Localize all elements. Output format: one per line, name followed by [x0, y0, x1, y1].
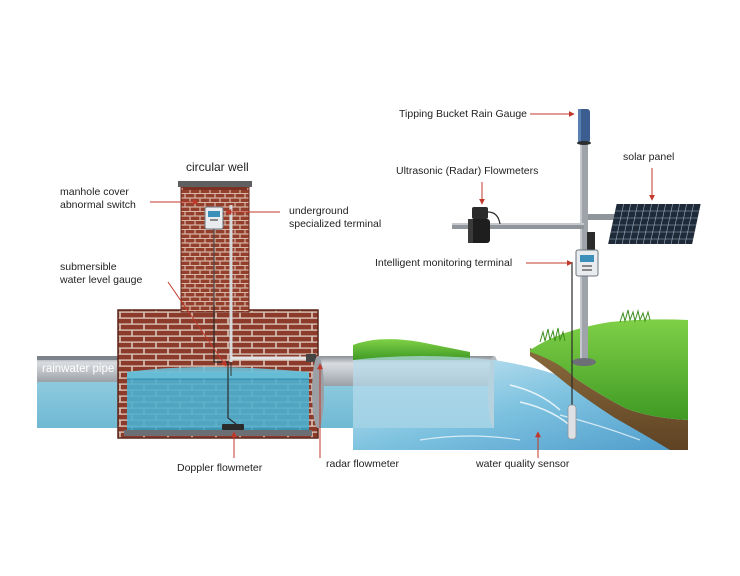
doppler-flowmeter-device — [222, 424, 244, 430]
tipping-bucket-rain-gauge — [577, 109, 591, 145]
label-radar-flowmeter: radar flowmeter — [326, 458, 399, 470]
rainwater-pipe-left — [37, 356, 127, 428]
terminal-cable — [213, 305, 237, 425]
label-intelligent-monitoring-terminal: Intelligent monitoring terminal — [375, 257, 513, 269]
water-quality-sensor-device — [567, 404, 577, 440]
label-doppler-flowmeter: Doppler flowmeter — [177, 462, 263, 474]
radar-flowmeter-device — [306, 354, 316, 362]
manhole-cover — [178, 181, 252, 187]
leader-lines — [150, 111, 655, 458]
label-rainwater-pipe: rainwater pipe — [42, 363, 115, 375]
label-water-quality-sensor: water quality sensor — [476, 458, 570, 470]
label-tipping-bucket-rain-gauge: Tipping Bucket Rain Gauge — [399, 108, 528, 120]
underground-terminal — [204, 206, 224, 305]
solar-panel — [608, 204, 701, 244]
circular-well — [178, 181, 252, 313]
label-abnormal-switch: abnormal switch — [60, 199, 136, 211]
underground-chamber — [117, 309, 319, 439]
pipe-through-chamber — [127, 380, 309, 428]
label-water-level-gauge: water level gauge — [60, 274, 143, 286]
label-ultrasonic-flowmeters: Ultrasonic (Radar) Flowmeters — [396, 165, 539, 177]
label-manhole-cover: manhole cover — [60, 186, 129, 198]
label-solar-panel: solar panel — [623, 151, 675, 163]
ultrasonic-flowmeter — [468, 207, 501, 243]
label-circular-well: circular well — [186, 160, 249, 174]
river-scene — [353, 309, 688, 450]
intelligent-monitoring-terminal — [575, 232, 599, 277]
label-specialized-terminal: specialized terminal — [289, 218, 382, 230]
label-submersible: submersible — [60, 261, 117, 273]
label-underground: underground — [289, 205, 349, 217]
